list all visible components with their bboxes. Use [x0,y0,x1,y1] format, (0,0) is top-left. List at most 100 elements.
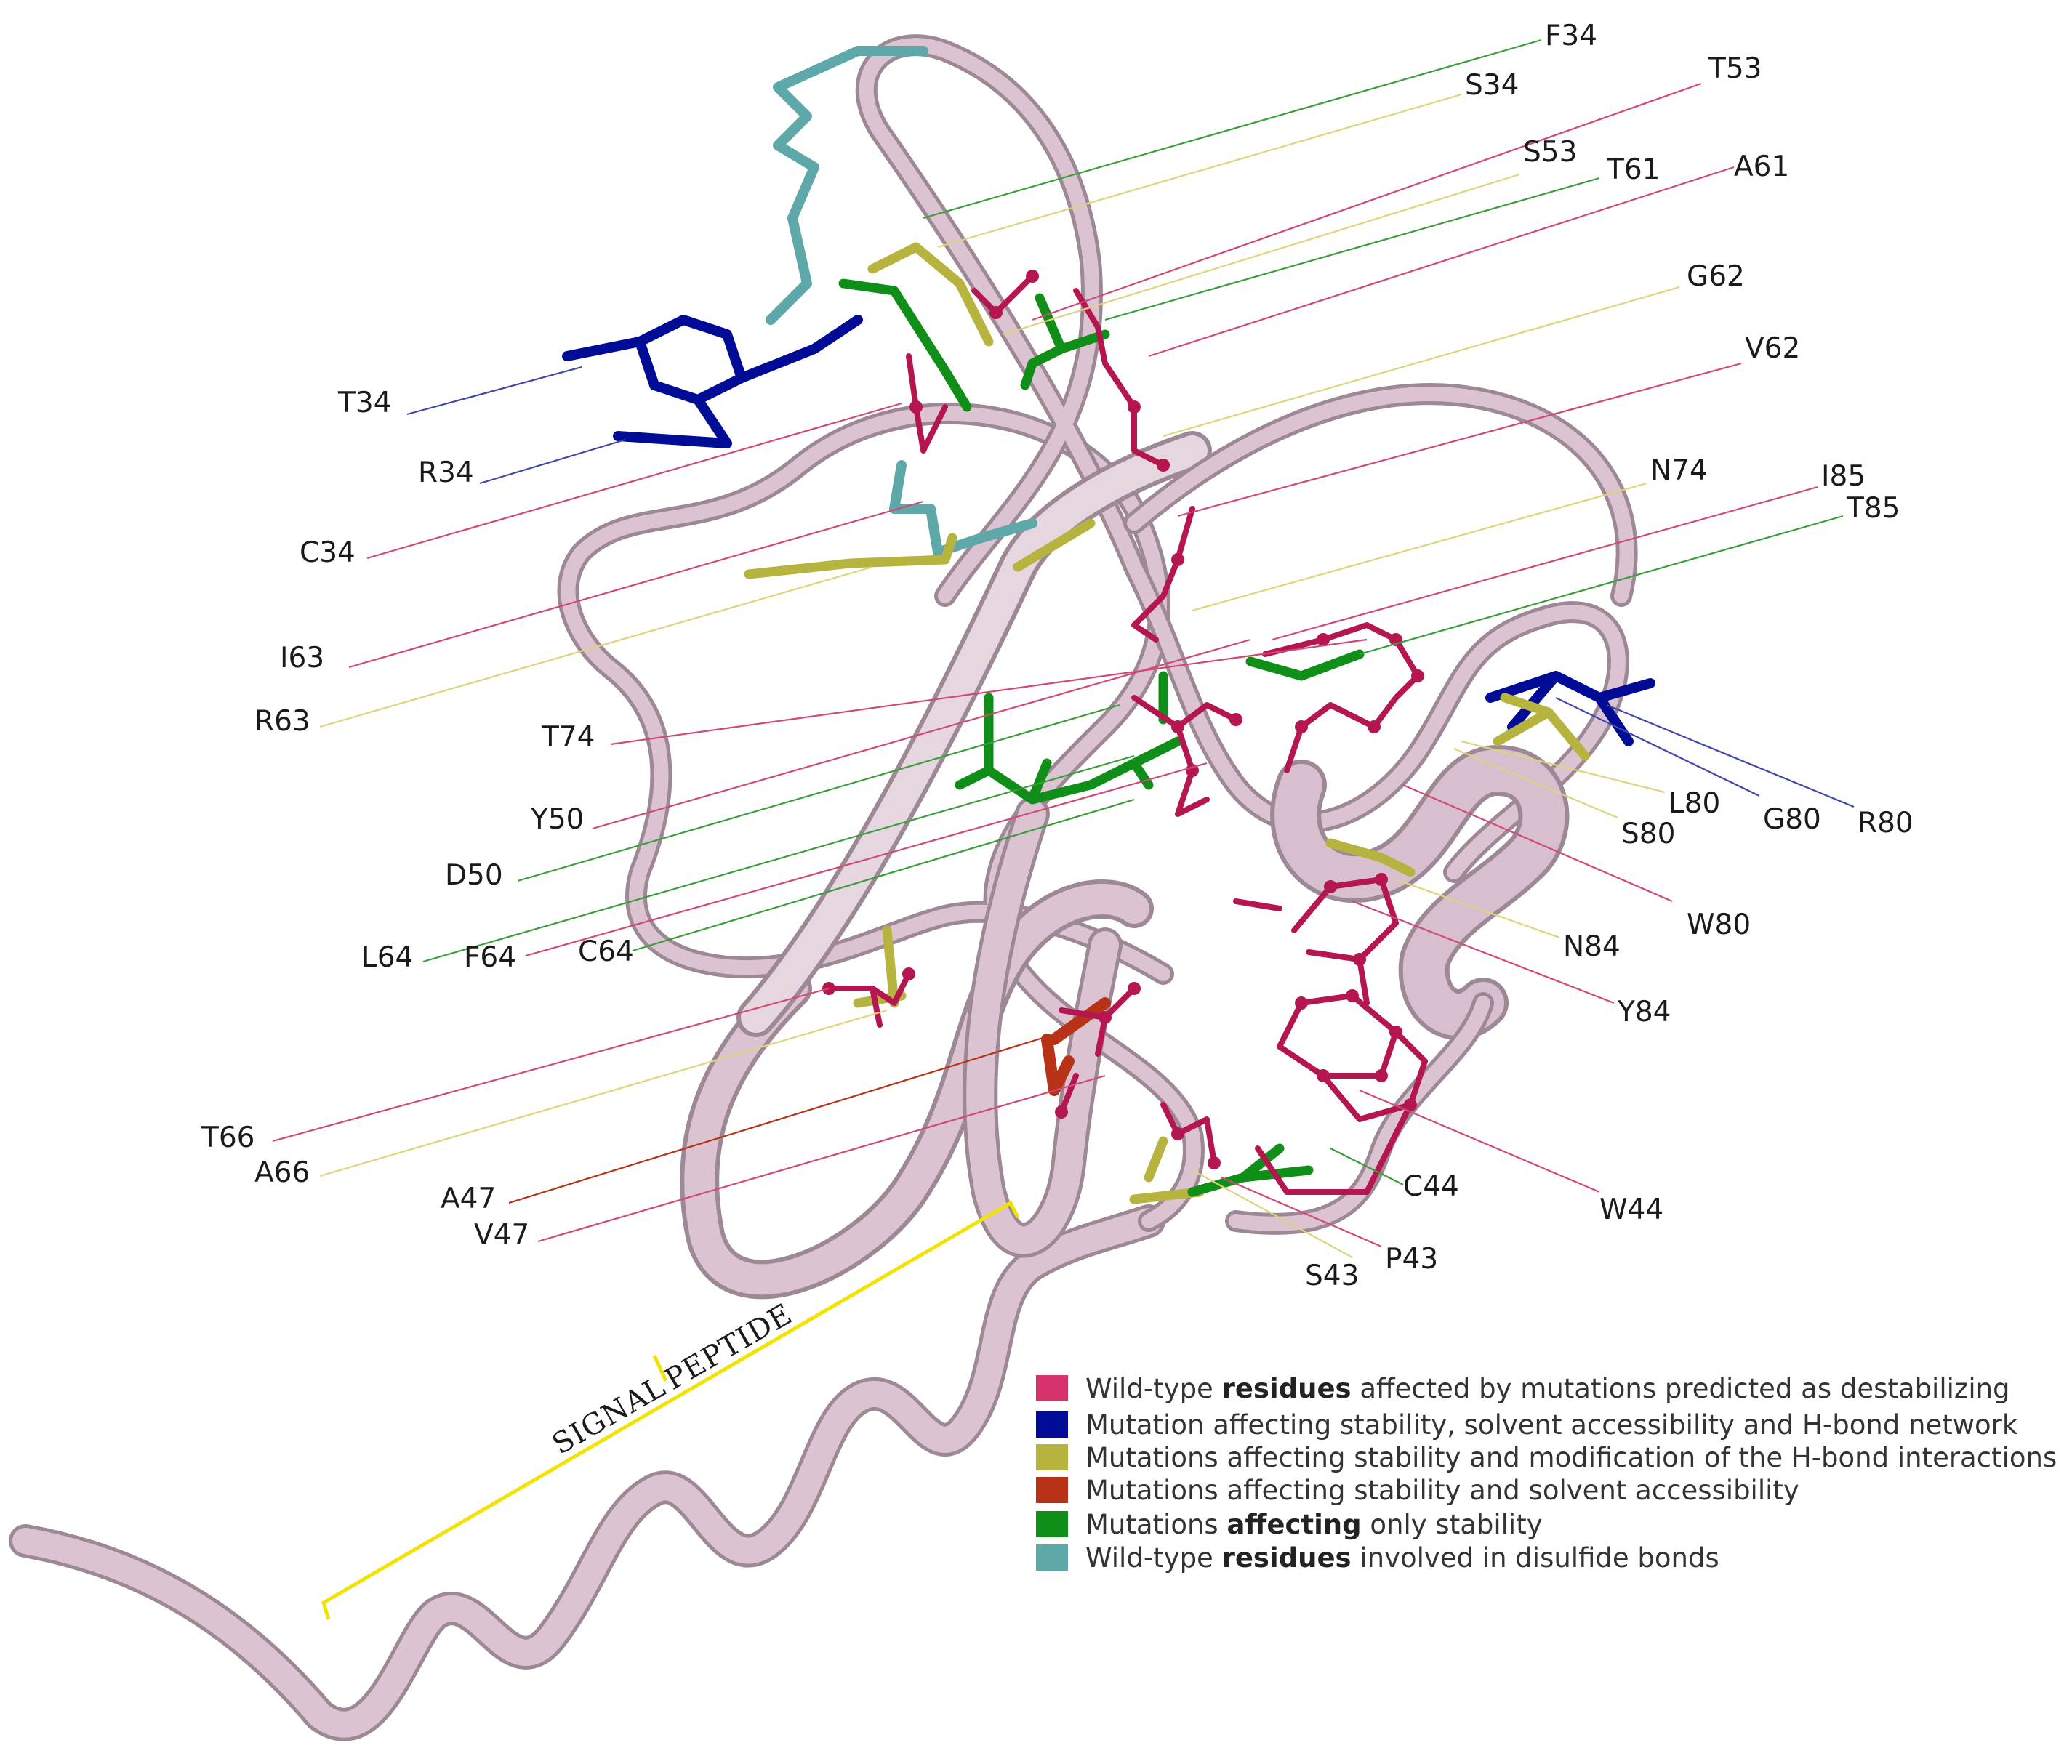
label-T61: T61 [1606,153,1660,186]
label-G62: G62 [1687,260,1745,293]
label-I85: I85 [1821,460,1866,493]
label-A61: A61 [1734,150,1789,183]
protein-ribbon [9,34,1638,1741]
leader-S43 [1192,1169,1353,1258]
legend-item: Mutation affecting stability, solvent ac… [1036,1403,2017,1446]
leader-D50 [517,704,1120,882]
leader-R34 [479,438,626,485]
label-W80: W80 [1687,909,1751,941]
label-P43: P43 [1385,1243,1438,1276]
label-T53: T53 [1708,52,1762,85]
label-R80: R80 [1858,807,1914,839]
label-T85: T85 [1846,492,1900,525]
signal-peptide-divider [652,1354,668,1382]
legend-swatch [1036,1411,1068,1438]
disulfide-chain-bottom [889,460,1037,557]
signal-peptide-bracket [321,1200,1020,1620]
leader-A47 [508,1031,1062,1204]
leader-L64 [422,754,1135,963]
leader-C34 [366,402,902,560]
signal-peptide-helix [9,1204,1165,1741]
label-S34: S34 [1465,69,1519,102]
label-I63: I63 [280,642,324,674]
label-S80: S80 [1621,818,1675,850]
leader-F64 [525,762,1208,957]
label-L64: L64 [361,941,413,974]
residues-green [838,278,1365,1197]
leader-Y84 [1352,900,1615,1004]
leader-C44 [1330,1148,1404,1185]
leader-G62 [1163,286,1680,438]
legend-item: Wild-type residues affected by mutations… [1036,1366,2010,1410]
legend-text: Mutation affecting stability, solvent ac… [1085,1409,2018,1441]
leader-T85 [1359,515,1844,656]
leader-V62 [1177,362,1742,517]
leader-T61 [1104,177,1600,321]
label-F64: F64 [464,941,516,974]
legend-item: Wild-type residues involved in disulfide… [1036,1536,1719,1579]
leader-G80 [1555,697,1760,797]
leader-R63 [319,565,873,728]
label-C64: C64 [578,935,634,968]
leader-T74 [610,638,1368,746]
leader-T53 [1032,82,1702,321]
legend-item: Mutations affecting stability and solven… [1036,1468,1799,1512]
legend-swatch [1036,1444,1068,1470]
legend-text: Wild-type residues affected by mutations… [1085,1372,2010,1404]
residue-t34-r34 [562,315,863,448]
legend-swatch [1036,1511,1068,1537]
label-W44: W44 [1599,1193,1663,1226]
legend-swatch [1036,1544,1068,1571]
leader-I63 [348,500,924,669]
leader-S53 [1003,173,1520,336]
label-C34: C34 [300,536,356,569]
residue-labels: F34 S34 T53 S53 T61 A61 G62 V62 N74 I85 … [201,20,1914,1292]
atom-markers [822,270,1424,1169]
leader-N84 [1395,878,1560,939]
leader-S34 [937,93,1462,249]
label-T74: T74 [541,721,595,754]
disulfide-chain-top [766,46,928,325]
leader-I85 [1272,486,1818,641]
label-V62: V62 [1745,332,1800,365]
residue-sticks [562,46,1655,1204]
label-L80: L80 [1669,787,1720,820]
label-T66: T66 [201,1121,254,1154]
label-A47: A47 [441,1183,496,1215]
leader-A66 [319,1009,888,1177]
label-N74: N74 [1650,454,1708,487]
label-S43: S43 [1305,1260,1359,1292]
label-C44: C44 [1403,1170,1459,1203]
leader-C64 [632,798,1135,952]
leader-A61 [1148,166,1735,358]
label-Y50: Y50 [530,803,584,836]
leader-R80 [1606,704,1855,808]
leader-P43 [1221,1176,1382,1248]
leader-T66 [272,987,830,1143]
label-S53: S53 [1523,136,1577,169]
leader-F34 [923,39,1542,220]
peptide-label: PEPTIDE [659,1297,798,1397]
leader-W44 [1359,1089,1600,1193]
label-V47: V47 [474,1219,529,1252]
label-D50: D50 [445,859,503,892]
legend-swatch [1036,1477,1068,1503]
residue-r80 [1485,671,1655,746]
leader-V47 [537,1074,1106,1243]
label-T34: T34 [337,387,391,419]
legend-text: Mutations affecting only stability [1085,1508,1543,1540]
label-A66: A66 [254,1156,310,1189]
label-F34: F34 [1545,20,1597,52]
leader-W80 [1402,784,1673,903]
leader-L80 [1461,740,1666,794]
legend-item: Mutations affecting only stability [1036,1502,1543,1546]
residues-olive [744,242,1590,1204]
label-G80: G80 [1763,803,1821,836]
label-Y84: Y84 [1617,996,1671,1028]
legend-text: Mutations affecting stability and modifi… [1085,1441,2057,1473]
legend-swatch [1036,1375,1068,1401]
legend-item: Mutations affecting stability and modifi… [1036,1435,2057,1479]
leader-Y50 [592,638,1251,830]
leader-S80 [1453,747,1618,819]
